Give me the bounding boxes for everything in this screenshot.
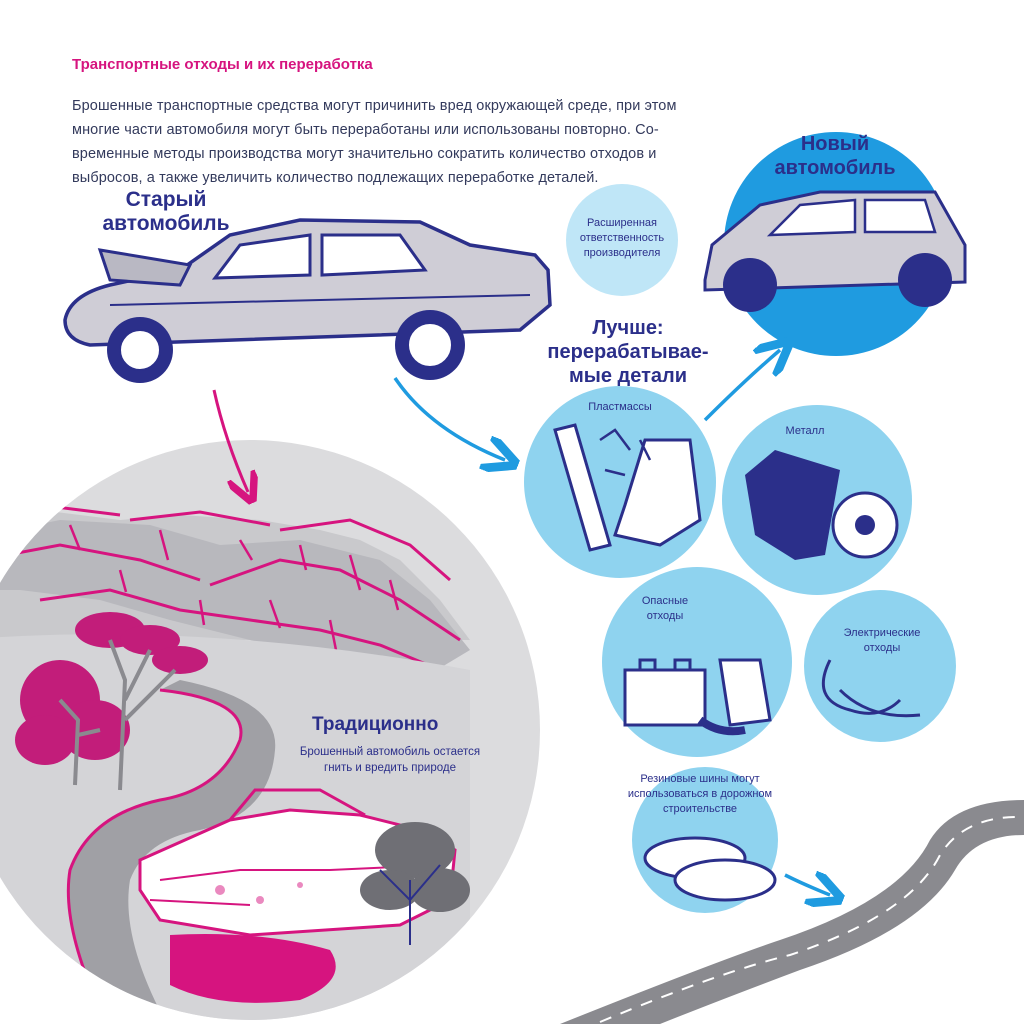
intro-line: выбросов, а также увеличить количество п…: [72, 170, 599, 186]
electrical-circle: [804, 590, 956, 742]
new-car-label: Новый автомобиль: [760, 132, 910, 180]
hazardous-label-line: отходы: [646, 610, 684, 622]
traditional-text-line: Брошенный автомобиль остается: [299, 746, 481, 758]
metal-circle: [722, 405, 912, 595]
better-label-line: Лучше:: [592, 317, 664, 339]
producer-label-line: ответственность: [579, 232, 665, 244]
arrow-to-new-car: [703, 350, 780, 422]
page-title: Транспортные отходы и их переработка: [72, 56, 373, 73]
old-car-illustration: [63, 218, 552, 383]
electrical-label: Электрические отходы: [830, 626, 934, 656]
hazardous-circle: [602, 567, 792, 757]
plastics-circle: [524, 386, 716, 578]
road-illustration: [560, 800, 1024, 1024]
traditional-title: Традиционно: [312, 714, 439, 735]
metal-label: Металл: [785, 425, 825, 437]
new-car-circle: [703, 132, 967, 356]
tires-label: Резиновые шины могут использоваться в до…: [610, 772, 790, 817]
new-car-label-line: автомобиль: [774, 157, 896, 179]
traditional-text: Брошенный автомобиль остается гнить и вр…: [280, 744, 500, 776]
better-label: Лучше: перерабатывае- мые детали: [538, 316, 718, 388]
arrow-to-recycling: [393, 377, 505, 460]
electrical-label-line: отходы: [863, 642, 901, 654]
producer-circle: [566, 184, 678, 296]
tires-label-line: использоваться в дорожном: [627, 788, 773, 800]
traditional-scene: [0, 440, 540, 1020]
electrical-label-line: Электрические: [843, 627, 921, 639]
producer-label-line: производителя: [583, 247, 661, 259]
intro-line: многие части автомобиля могут быть перер…: [72, 122, 659, 138]
old-car-label-line: автомобиль: [102, 212, 230, 235]
arrow-to-road: [784, 875, 830, 895]
better-label-line: мые детали: [568, 365, 688, 387]
tires-label-line: строительстве: [662, 803, 738, 815]
plastics-label: Пластмассы: [588, 401, 652, 413]
better-label-line: перерабатывае-: [547, 341, 709, 363]
tires-label-line: Резиновые шины могут: [640, 773, 760, 785]
intro-paragraph: Брошенные транспортные средства могут пр…: [72, 94, 772, 190]
tires-circle: [632, 767, 778, 913]
hazardous-label: Опасные отходы: [630, 594, 700, 624]
traditional-text-line: гнить и вредить природе: [324, 762, 456, 774]
old-car-label: Старый автомобиль: [96, 188, 236, 236]
intro-line: временные методы производства могут знач…: [72, 146, 657, 162]
arrow-to-traditional: [212, 389, 248, 492]
old-car-label-line: Старый: [125, 188, 207, 211]
intro-line: Брошенные транспортные средства могут пр…: [72, 98, 677, 114]
producer-label: Расширенная ответственность производител…: [566, 216, 678, 261]
producer-label-line: Расширенная: [586, 217, 658, 229]
new-car-label-line: Новый: [800, 133, 870, 155]
hazardous-label-line: Опасные: [641, 595, 689, 607]
